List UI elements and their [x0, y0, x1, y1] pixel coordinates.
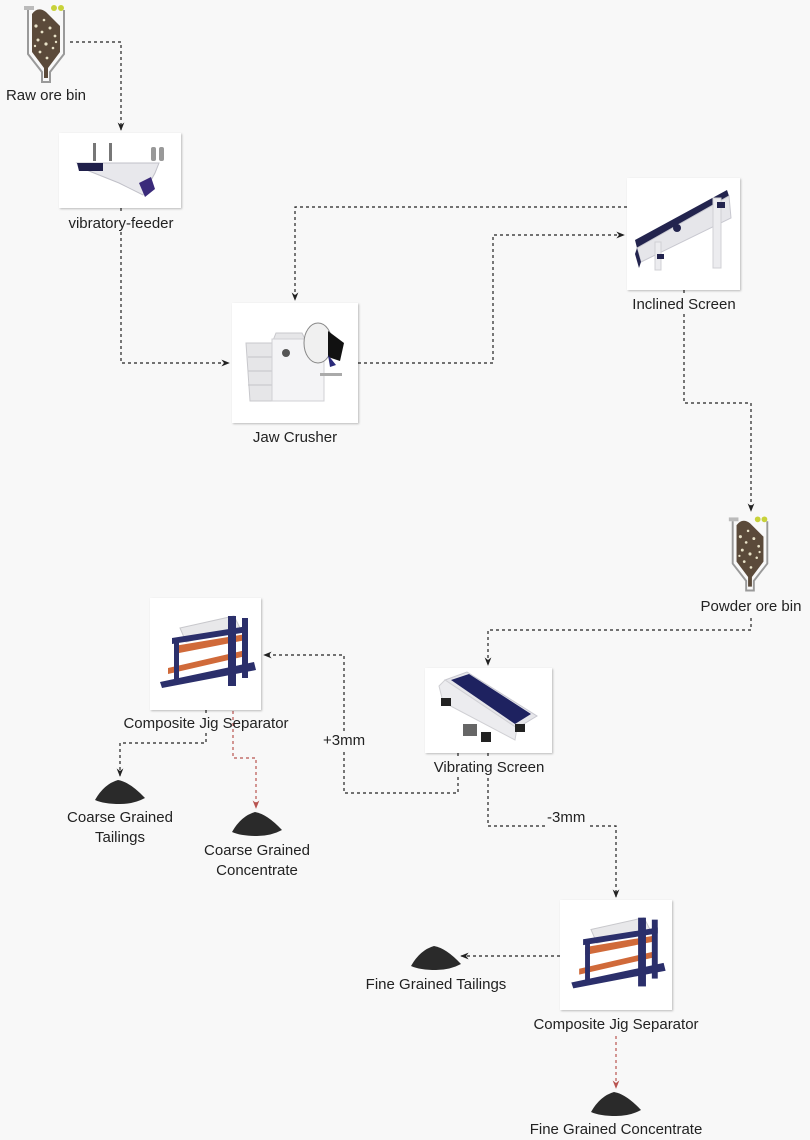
fine-tailings-label: Fine Grained Tailings: [365, 976, 507, 993]
fine-concentrate-label: Fine Grained Concentrate: [529, 1121, 703, 1138]
edge-vibscreen-plus3mm-to-jig1: [263, 651, 459, 794]
coarse-concentrate-label-line2: Concentrate: [216, 862, 298, 879]
edge-powderbin-to-vibscreen: [484, 618, 752, 666]
material-pile-icon: [591, 1092, 641, 1116]
edge-label-plus-3mm: +3mm: [321, 732, 368, 750]
material-pile-icon: [232, 812, 282, 836]
composite-jig-separator-1-label: Composite Jig Separator: [123, 715, 289, 732]
edge-jig1-to-coarse-tailings: [116, 733, 207, 777]
edge-rawbin-to-feeder: [70, 41, 125, 131]
raw-ore-bin-label: Raw ore bin: [5, 87, 87, 104]
jig-separator-icon: [571, 917, 666, 989]
vibrating-screen-icon: [438, 671, 538, 742]
material-pile-icon: [411, 946, 461, 970]
vibratory-feeder-icon: [75, 143, 164, 197]
edge-jaw-to-inclined: [358, 231, 625, 364]
jaw-crusher-label: Jaw Crusher: [252, 429, 338, 446]
edge-inclined-to-jaw: [291, 206, 627, 301]
vibrating-screen-node[interactable]: [425, 668, 552, 753]
composite-jig-separator-1-node[interactable]: [150, 598, 261, 710]
powder-ore-bin-label: Powder ore bin: [700, 598, 802, 615]
ore-bin-icon: [24, 5, 65, 83]
jaw-crusher-node[interactable]: [232, 303, 358, 423]
jig-separator-icon: [160, 615, 256, 688]
composite-jig-separator-2-label: Composite Jig Separator: [533, 1016, 699, 1033]
inclined-screen-label: Inclined Screen: [632, 296, 736, 313]
edge-label-minus-3mm: -3mm: [545, 809, 588, 827]
vibrating-screen-label: Vibrating Screen: [433, 759, 545, 776]
ore-bin-icon: [728, 516, 769, 592]
jaw-crusher-icon: [245, 322, 344, 402]
coarse-tailings-label-line2: Tailings: [94, 829, 146, 846]
inclined-screen-icon: [635, 190, 732, 271]
coarse-tailings-label-line1: Coarse Grained: [67, 809, 173, 826]
edge-inclined-to-powderbin: [683, 314, 755, 512]
vibratory-feeder-node[interactable]: [59, 133, 181, 208]
inclined-screen-node[interactable]: [627, 178, 740, 290]
material-pile-icon: [95, 780, 145, 804]
composite-jig-separator-2-node[interactable]: [560, 900, 672, 1010]
vibratory-feeder-label: vibratory-feeder: [68, 215, 174, 232]
coarse-concentrate-label-line1: Coarse Grained: [204, 842, 310, 859]
edge-feeder-to-jaw: [120, 232, 230, 367]
edge-vibscreen-minus3mm-to-jig2: [487, 778, 620, 898]
